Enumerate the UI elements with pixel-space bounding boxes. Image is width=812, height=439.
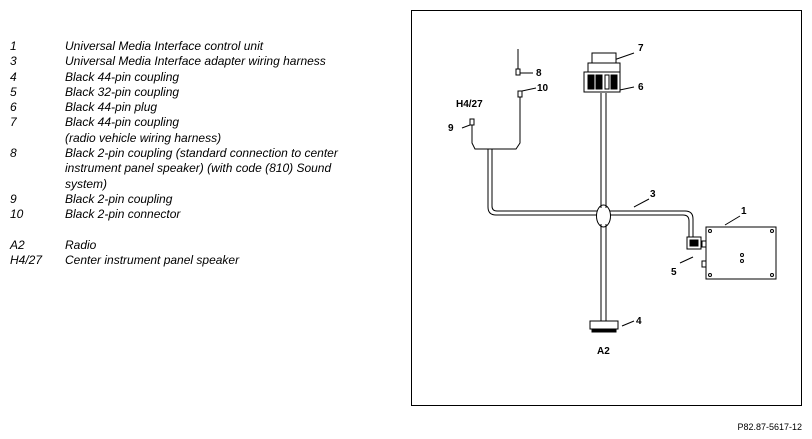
legend-key: 7 xyxy=(10,115,17,130)
branch-right-inner xyxy=(610,214,690,237)
legend-key: A2 xyxy=(10,237,25,252)
callout-7: 7 xyxy=(638,43,644,54)
leader-5 xyxy=(679,256,694,264)
legend-key: 6 xyxy=(10,100,17,115)
legend-text: Black 2-pin coupling xyxy=(65,191,173,206)
callout-10: 10 xyxy=(537,83,549,94)
branch-left-outer xyxy=(491,149,597,212)
callout-6: 6 xyxy=(638,82,644,93)
coupling-9-shape xyxy=(469,118,475,126)
legend-item: 9 Black 2-pin coupling xyxy=(10,192,400,207)
legend-item: 4 Black 44-pin coupling xyxy=(10,70,400,85)
legend-text: Black 44-pin plug xyxy=(65,100,158,115)
callout-4: 4 xyxy=(636,316,642,327)
legend-key: 10 xyxy=(10,207,24,222)
legend-text: Radio xyxy=(65,237,97,252)
figure-reference-code: P82.87-5617-12 xyxy=(737,422,802,432)
legend-item: 8 Black 2-pin coupling (standard connect… xyxy=(10,146,400,192)
legend-text: Center instrument panel speaker xyxy=(65,252,240,267)
branch-right-outer xyxy=(610,210,694,237)
callout-9: 9 xyxy=(448,123,454,134)
legend-item: 1 Universal Media Interface control unit xyxy=(10,39,400,54)
wire-to-coupling-9 xyxy=(471,123,490,150)
callout-1: 1 xyxy=(741,206,747,217)
legend-text: Black 2-pin connector xyxy=(65,207,181,222)
harness-junction xyxy=(596,204,611,228)
legend-text: Universal Media Interface adapter wiring… xyxy=(65,54,326,69)
legend-component: A2 Radio xyxy=(10,238,400,253)
legend-key: 4 xyxy=(10,69,17,84)
legend-key: 8 xyxy=(10,146,17,161)
label-a2: A2 xyxy=(597,346,610,357)
branch-left-inner xyxy=(487,149,597,216)
legend-item: 6 Black 44-pin plug xyxy=(10,100,400,115)
legend-item: 10 Black 2-pin connector xyxy=(10,207,400,222)
coupling-8-shape xyxy=(515,68,521,76)
label-h4-27: H4/27 xyxy=(456,99,483,110)
callout-3: 3 xyxy=(650,189,656,200)
legend-key: 5 xyxy=(10,84,17,99)
wiring-diagram: 7 6 8 10 H4/27 9 3 1 5 4 A2 xyxy=(411,10,802,406)
legend-item: 3 Universal Media Interface adapter wiri… xyxy=(10,54,400,69)
leader-4 xyxy=(621,320,635,327)
legend-text: Black 2-pin coupling (standard connectio… xyxy=(65,146,338,191)
legend-key: 1 xyxy=(10,39,17,53)
leader-1 xyxy=(724,215,741,226)
legend-component: H4/27 Center instrument panel speaker xyxy=(10,253,400,268)
leader-9 xyxy=(461,124,471,129)
legend-item: 7 Black 44-pin coupling (radio vehicle w… xyxy=(10,115,400,146)
legend-text: Black 44-pin coupling (radio vehicle wir… xyxy=(65,115,222,145)
legend: 1 Universal Media Interface control unit… xyxy=(10,39,400,268)
legend-text: Universal Media Interface control unit xyxy=(65,39,264,53)
coupling-4-shape xyxy=(589,320,619,333)
legend-text: Black 44-pin coupling xyxy=(65,69,180,84)
leader-3 xyxy=(633,198,650,208)
legend-key: 3 xyxy=(10,54,17,69)
control-unit-1-shape xyxy=(701,226,777,280)
wire-to-connector-10 xyxy=(490,95,521,150)
legend-key: 9 xyxy=(10,191,17,206)
wiring-diagram-canvas: 7 6 8 10 H4/27 9 3 1 5 4 A2 xyxy=(448,43,777,357)
coupling-7-shape xyxy=(587,52,621,73)
plug-6-shape xyxy=(583,71,621,93)
leader-10 xyxy=(521,87,537,92)
legend-key: H4/27 xyxy=(10,252,43,267)
legend-spacer xyxy=(10,223,400,238)
callout-5: 5 xyxy=(671,267,677,278)
legend-item: 5 Black 32-pin coupling xyxy=(10,85,400,100)
callout-8: 8 xyxy=(536,68,542,79)
coupling-5-shape xyxy=(686,236,702,250)
legend-text: Black 32-pin coupling xyxy=(65,84,180,99)
connector-10-shape xyxy=(517,90,523,98)
